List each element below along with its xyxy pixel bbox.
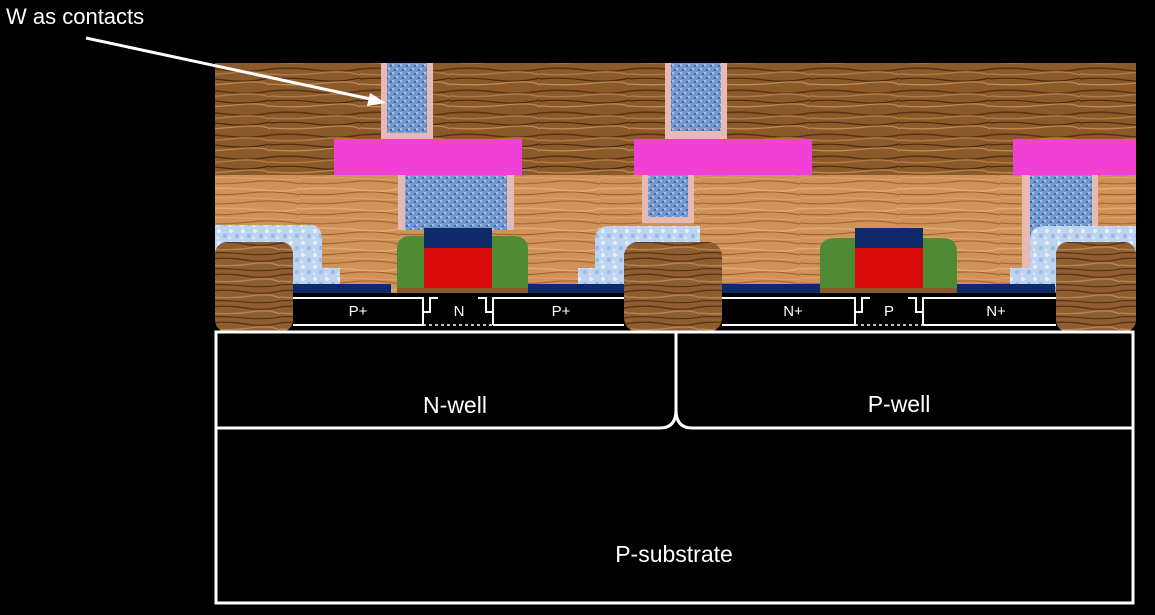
well-outlines (214, 330, 1135, 605)
callout-label: W as contacts (6, 4, 145, 29)
junction-outlines (293, 297, 1056, 326)
nmos-gate-oxide (820, 288, 957, 293)
nmos-gate-poly (855, 248, 923, 288)
nmos-source-label: N+ (783, 303, 803, 320)
upper-via-2 (671, 63, 721, 131)
sti-right (1056, 242, 1136, 332)
metal-line-2 (634, 139, 812, 175)
sti-middle (624, 242, 722, 332)
callout-arrow-line (85, 36, 376, 102)
sti-left (215, 242, 293, 332)
nmos-drain-label: N+ (986, 303, 1006, 320)
pmos-gate-cap (424, 228, 492, 248)
gate-contact-pmos (405, 175, 507, 230)
substrate-label: P-substrate (615, 541, 733, 567)
pmos-gate-poly (424, 248, 492, 288)
pmos-gate-oxide (397, 288, 528, 293)
pmos-source-label: P+ (348, 303, 368, 320)
pmos-channel-label: N (453, 303, 465, 320)
nwell-label: N-well (423, 392, 487, 418)
pmos-drain-label: P+ (551, 303, 571, 320)
nmos-channel-label: P (883, 303, 895, 320)
nmos-gate-cap (855, 228, 923, 248)
upper-via-1 (387, 63, 427, 133)
pwell-label: P-well (867, 391, 931, 417)
drain-contact (648, 175, 688, 217)
metal-line-1 (334, 139, 522, 175)
metal-line-3 (1013, 139, 1136, 175)
callout-arrow-head (367, 93, 386, 106)
